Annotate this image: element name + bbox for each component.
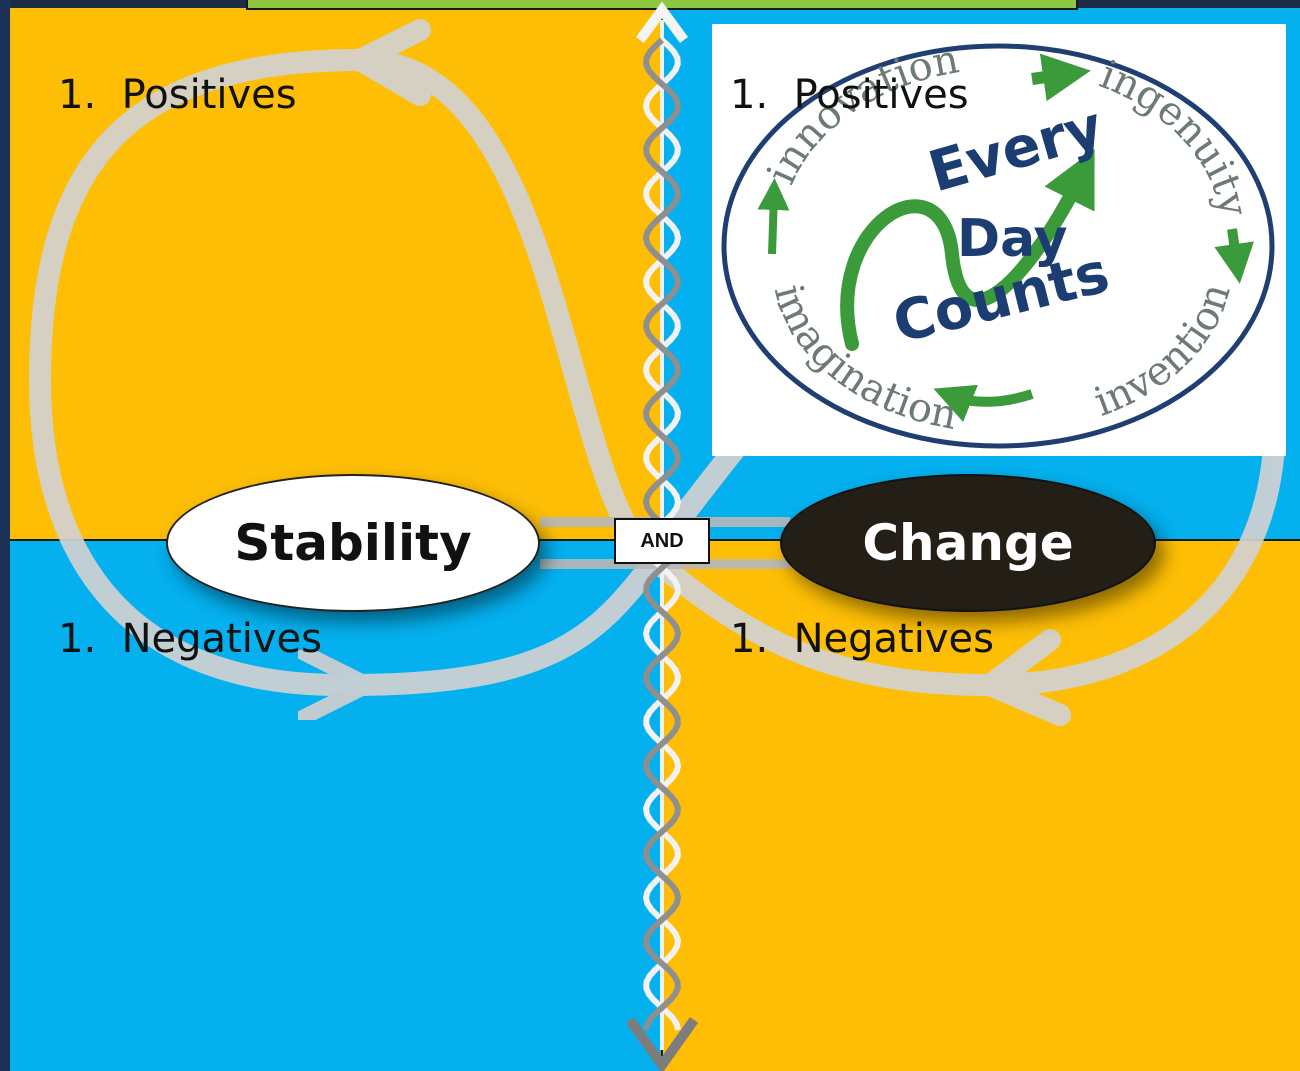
logo-small-arrow bbox=[757, 178, 790, 255]
positives-label-right: 1. Positives bbox=[730, 72, 969, 118]
logo-small-arrow bbox=[933, 384, 1034, 422]
negatives-label-left: 1. Negatives bbox=[58, 616, 322, 662]
stability-pole: Stability bbox=[166, 474, 540, 612]
quadrant-bottom-left bbox=[10, 540, 662, 1071]
logo-green-arrow bbox=[840, 148, 1095, 351]
logo-word-day: Day bbox=[957, 209, 1068, 269]
change-pole: Change bbox=[780, 474, 1156, 612]
every-day-counts-logo: innovation ingenuity invention imaginati… bbox=[712, 24, 1286, 456]
logo-graphic: innovation ingenuity invention imaginati… bbox=[721, 36, 1275, 449]
logo-ring bbox=[721, 43, 1275, 449]
left-edge bbox=[0, 0, 10, 1071]
positives-label-left: 1. Positives bbox=[58, 72, 297, 118]
logo-small-arrow bbox=[1031, 53, 1091, 102]
logo-small-arrow bbox=[1214, 228, 1254, 284]
and-connector: AND bbox=[614, 518, 710, 564]
negatives-label-right: 1. Negatives bbox=[730, 616, 994, 662]
